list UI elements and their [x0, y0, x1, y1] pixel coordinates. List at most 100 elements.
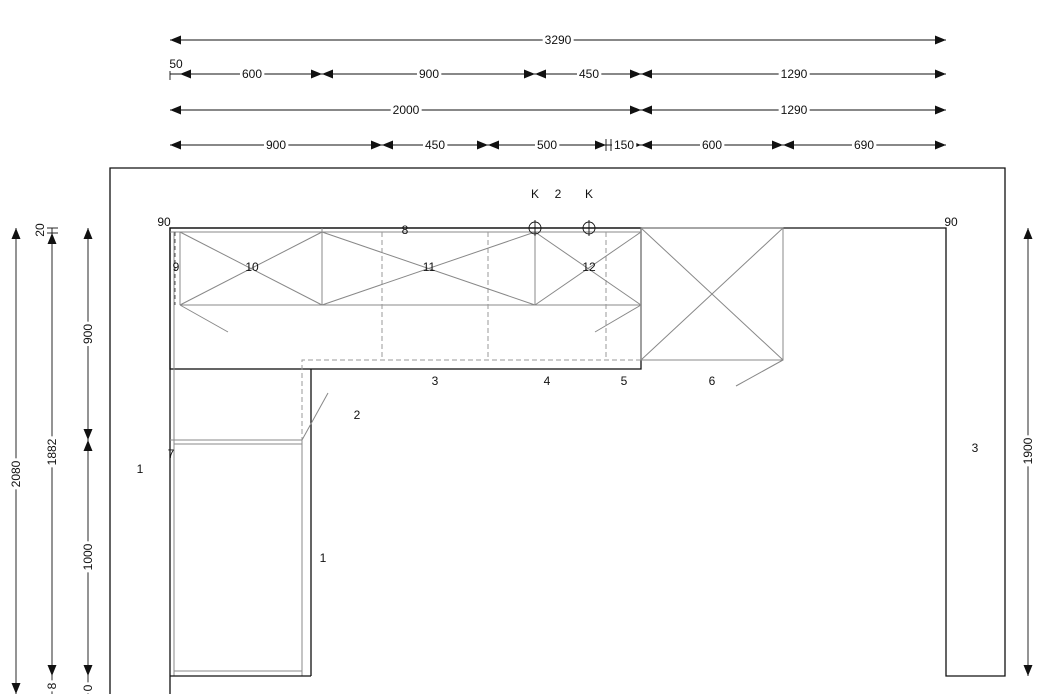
dimension-arrowhead — [180, 69, 191, 79]
label-background — [45, 680, 59, 692]
dim-row2-450: 450 — [579, 67, 599, 81]
item-label-6: 6 — [709, 374, 716, 388]
label-background — [1021, 435, 1035, 467]
label-background — [263, 138, 289, 152]
item-label-7: 7 — [168, 447, 175, 461]
dim-row3-2000: 2000 — [393, 103, 420, 117]
dimension-arrowhead — [935, 35, 946, 45]
side-dimensions — [15, 227, 1029, 694]
dimension-arrowhead — [1023, 228, 1033, 239]
dimension-arrowhead — [641, 105, 652, 115]
dimension-arrowhead — [83, 665, 93, 676]
window-label: 2 — [555, 187, 562, 201]
item-label-11: 11 — [423, 260, 436, 274]
wall-label-3: 3 — [972, 441, 979, 455]
item-label-4: 4 — [544, 374, 551, 388]
dim-left-900: 900 — [81, 324, 95, 344]
dimension-arrowhead — [935, 140, 946, 150]
plan-labels: 90 90 K 2 K 9 10 11 12 8 3 4 5 6 2 7 1 1… — [137, 187, 979, 565]
item-label-9: 9 — [173, 260, 180, 274]
label-background — [167, 57, 185, 71]
dimension-arrowhead — [477, 140, 488, 150]
dim-row4-600: 600 — [702, 138, 722, 152]
label-background — [390, 103, 422, 117]
item-label-1: 1 — [320, 551, 327, 565]
item-label-8: 8 — [402, 223, 409, 237]
label-background — [81, 321, 95, 347]
label-background — [534, 138, 560, 152]
dimension-arrowhead — [170, 105, 181, 115]
item-label-10: 10 — [245, 260, 259, 274]
dimension-arrowhead — [83, 440, 93, 451]
dimension-arrowhead — [371, 140, 382, 150]
label-background — [778, 67, 810, 81]
dim-left-1000: 1000 — [81, 543, 95, 570]
upper-cabinet-run — [169, 227, 642, 441]
dim-row4-900: 900 — [266, 138, 286, 152]
dim-row4-500: 500 — [537, 138, 557, 152]
label-background — [699, 138, 725, 152]
label-background — [33, 221, 47, 239]
dimension-arrowhead — [47, 233, 57, 244]
dimension-arrowhead — [524, 69, 535, 79]
dimension-arrowhead — [1023, 665, 1033, 676]
dim-row4-690: 690 — [854, 138, 874, 152]
corner-cabinet-6 — [640, 227, 784, 387]
item-label-2: 2 — [354, 408, 361, 422]
dim-left-2080: 2080 — [9, 460, 23, 487]
top-dimensions — [169, 39, 946, 151]
label-background — [9, 458, 23, 490]
dim-row4-150: 150 — [614, 138, 634, 152]
dim-row2-50: 50 — [169, 57, 183, 71]
label-background — [81, 541, 95, 573]
dimension-arrowhead — [935, 105, 946, 115]
dimension-arrowhead — [783, 140, 794, 150]
dim-row2-600: 600 — [242, 67, 262, 81]
dimension-arrowhead — [630, 105, 641, 115]
dimension-arrowhead — [83, 228, 93, 239]
label-background — [851, 138, 877, 152]
dimension-arrowhead — [322, 69, 333, 79]
label-background — [611, 138, 637, 152]
dimension-arrowhead — [170, 35, 181, 45]
left-cabinet-run — [170, 232, 329, 677]
item-label-5: 5 — [621, 374, 628, 388]
dim-left-1882: 1882 — [45, 438, 59, 465]
label-background — [416, 67, 442, 81]
corner-label-right: 90 — [944, 215, 958, 229]
label-background — [81, 682, 95, 694]
label-background — [542, 33, 574, 47]
label-background — [778, 103, 810, 117]
dim-row4-450: 450 — [425, 138, 445, 152]
dim-left-20: 20 — [33, 223, 47, 237]
dim-row2-900: 900 — [419, 67, 439, 81]
dimension-arrowhead — [641, 69, 652, 79]
tap-markers — [527, 220, 597, 236]
tap-label-2: K — [585, 187, 593, 201]
dimension-arrowhead — [11, 228, 21, 239]
tap-label-1: K — [531, 187, 539, 201]
dimension-arrowhead — [382, 140, 393, 150]
corner-label-left: 90 — [157, 215, 171, 229]
dimension-arrowhead — [535, 69, 546, 79]
label-background — [576, 67, 602, 81]
dimension-arrowhead — [47, 665, 57, 676]
dimension-labels: 3290 50 600 900 450 1290 2000 1290 900 4… — [9, 33, 1035, 694]
dimension-arrowheads — [11, 35, 1033, 694]
dimension-arrowhead — [83, 429, 93, 440]
dim-right-1900: 1900 — [1021, 437, 1035, 464]
wall-label-1: 1 — [137, 462, 144, 476]
dim-row3-1290: 1290 — [781, 103, 808, 117]
dimension-arrowhead — [488, 140, 499, 150]
dim-left-0: 0 — [81, 684, 95, 691]
dimension-arrowhead — [11, 683, 21, 694]
dim-left-8: 8 — [45, 682, 59, 689]
item-label-3: 3 — [432, 374, 439, 388]
label-background — [239, 67, 265, 81]
dimension-arrowhead — [772, 140, 783, 150]
dimension-arrowhead — [595, 140, 606, 150]
item-label-12: 12 — [582, 260, 596, 274]
label-background — [45, 436, 59, 468]
dimension-arrowhead — [170, 140, 181, 150]
